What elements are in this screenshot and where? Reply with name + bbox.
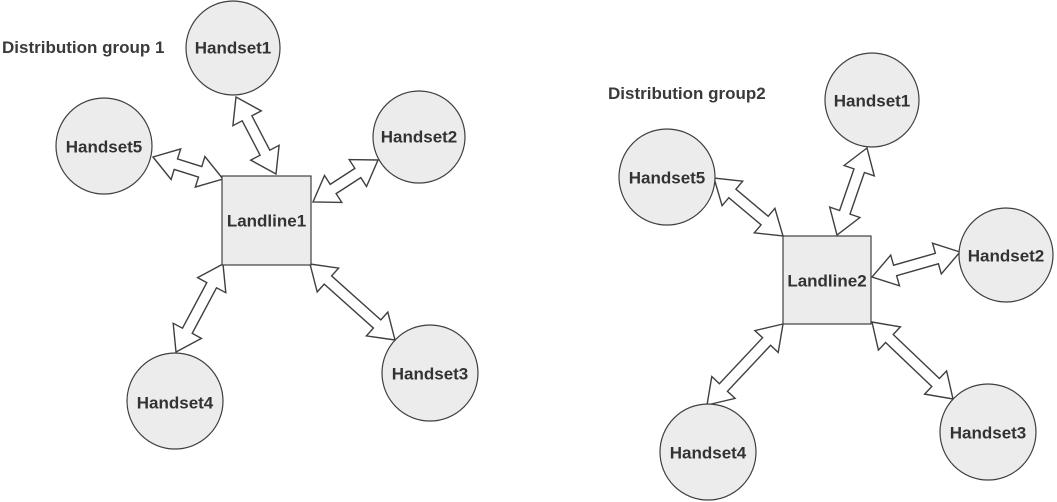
node-group1-handset4: Handset4 <box>126 352 224 450</box>
group2-handset3-label: Handset3 <box>950 424 1027 443</box>
node-group2-landline2: Landline2 <box>782 235 872 325</box>
edge-landline1-handset2-arrow <box>311 158 380 204</box>
distribution-group-2: Distribution group2 Landline2 Handset1 H… <box>608 52 1054 501</box>
group1-handset3-label: Handset3 <box>392 365 469 384</box>
group1-handset1-circle <box>185 0 281 96</box>
node-group2-handset3: Handset3 <box>939 383 1037 481</box>
edge-landline2-handset4-arrow <box>706 323 784 406</box>
landline2-label: Landline2 <box>787 272 866 291</box>
group2-handset5-label: Handset5 <box>629 169 706 188</box>
group1-title: Distribution group 1 <box>2 38 164 57</box>
edge-landline1-handset1-arrow <box>232 95 280 176</box>
edge-landline2-handset3-arrow <box>871 321 954 400</box>
group1-handset5-circle <box>55 97 153 195</box>
group2-handset3-circle <box>939 383 1037 481</box>
group1-handset5-label: Handset5 <box>66 138 143 157</box>
node-group1-handset5: Handset5 <box>55 97 153 195</box>
group2-handset4-label: Handset4 <box>670 444 747 463</box>
node-group2-handset5: Handset5 <box>618 128 716 226</box>
group2-handset2-label: Handset2 <box>968 247 1045 266</box>
node-group2-handset4: Handset4 <box>659 403 757 501</box>
edge-landline2-handset1-arrow <box>828 146 876 237</box>
group1-handset1-label: Handset1 <box>195 39 272 58</box>
group2-handset2-circle <box>958 207 1054 303</box>
landline2-square <box>782 235 872 325</box>
landline1-square <box>221 175 312 266</box>
group1-handset4-circle <box>126 352 224 450</box>
node-group1-handset3: Handset3 <box>381 324 479 422</box>
group2-handset5-circle <box>618 128 716 226</box>
node-group1-landline1: Landline1 <box>221 175 312 266</box>
group1-handset3-circle <box>381 324 479 422</box>
distribution-group-1: Distribution group 1 Landline1 Handset1 … <box>2 0 479 450</box>
node-group1-handset1: Handset1 <box>185 0 281 96</box>
group2-handset1-label: Handset1 <box>834 92 911 111</box>
group2-handset4-circle <box>659 403 757 501</box>
edge-landline2-handset5-arrow <box>713 177 784 237</box>
group1-handset4-label: Handset4 <box>137 394 214 413</box>
edge-landline2-handset2-arrow <box>870 242 962 287</box>
group2-handset1-circle <box>824 52 920 148</box>
group1-handset2-circle <box>372 90 466 184</box>
node-group1-handset2: Handset2 <box>372 90 466 184</box>
node-group2-handset1: Handset1 <box>824 52 920 148</box>
edge-landline1-handset4-arrow <box>172 262 227 354</box>
node-group2-handset2: Handset2 <box>958 207 1054 303</box>
landline1-label: Landline1 <box>227 212 306 231</box>
group1-handset2-label: Handset2 <box>381 128 458 147</box>
group2-title: Distribution group2 <box>608 84 766 103</box>
edge-landline1-handset5-arrow <box>151 147 225 189</box>
edge-landline1-handset3-arrow <box>309 263 396 341</box>
